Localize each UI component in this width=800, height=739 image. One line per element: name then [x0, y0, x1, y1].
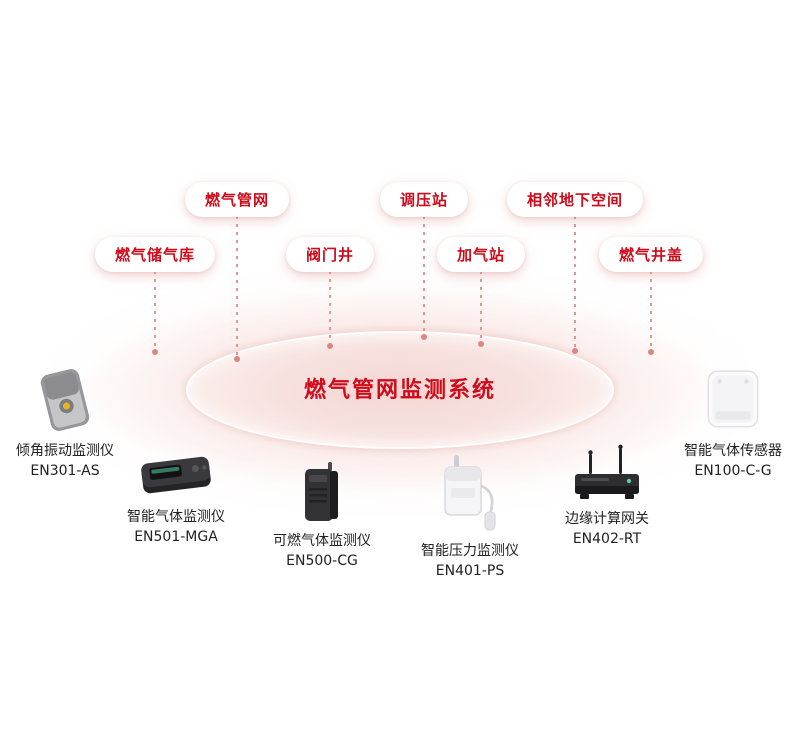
scene-label-valve-well: 阀门井 [285, 237, 375, 272]
scene-label-gas-storage: 燃气储气库 [94, 237, 216, 272]
device-card: 倾角振动监测仪 EN301-AS [0, 364, 140, 481]
scene-label-gas-manhole-cover: 燃气井盖 [598, 237, 704, 272]
connector-dotted-line [650, 271, 652, 351]
orbit-ring [186, 331, 614, 449]
scene-label-adjacent-underground-space: 相邻地下空间 [506, 182, 644, 217]
device-name: 智能气体传感器 [684, 443, 782, 459]
combustible-gas-monitor-icon [305, 462, 338, 521]
system-title: 燃气管网监测系统 [303, 378, 497, 403]
connector-dotted-line [423, 216, 425, 336]
smart-gas-monitor-icon [141, 456, 211, 494]
smart-gas-sensor-icon [707, 370, 759, 428]
tilt-vibration-monitor-icon [40, 369, 90, 431]
device-card: 智能气体传感器 EN100-C-G [658, 364, 800, 481]
device-model: EN501-MGA [134, 529, 218, 545]
device-name: 可燃气体监测仪 [273, 533, 371, 549]
device-name: 倾角振动监测仪 [16, 443, 114, 459]
connector-dotted-line [154, 271, 156, 351]
connector-dotted-line [574, 216, 576, 350]
device-model: EN402-RT [572, 531, 642, 547]
device-model: EN500-CG [286, 553, 358, 569]
device-name: 智能气体监测仪 [127, 509, 225, 525]
scene-label-gas-filling-station: 加气站 [436, 237, 526, 272]
scene-label-pressure-regulating-station: 调压站 [379, 182, 469, 217]
device-card: 可燃气体监测仪 EN500-CG [247, 458, 397, 571]
device-name: 边缘计算网关 [565, 511, 649, 527]
connector-dotted-line [480, 271, 482, 343]
edge-computing-gateway-icon [575, 444, 639, 499]
smart-pressure-monitor-icon [444, 455, 496, 531]
connector-dotted-line [329, 271, 331, 345]
device-card: 智能气体监测仪 EN501-MGA [101, 448, 251, 547]
scene-label-gas-pipeline-network: 燃气管网 [184, 182, 290, 217]
device-model: EN401-PS [435, 563, 505, 579]
connector-dotted-line [236, 216, 238, 358]
device-name: 智能压力监测仪 [421, 543, 519, 559]
device-model: EN301-AS [30, 463, 100, 479]
device-card: 智能压力监测仪 EN401-PS [395, 452, 545, 581]
device-model: EN100-C-G [694, 463, 772, 479]
device-card: 边缘计算网关 EN402-RT [532, 444, 682, 549]
